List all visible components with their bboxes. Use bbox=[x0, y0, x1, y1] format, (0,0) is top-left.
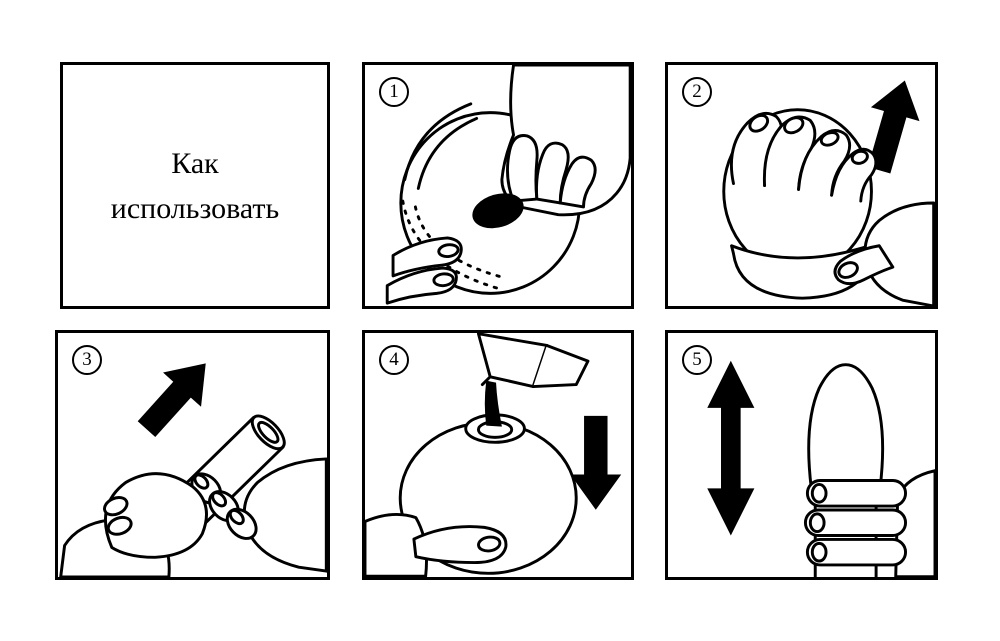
step-panel-5: 5 bbox=[665, 330, 938, 580]
title-line-2: использовать bbox=[110, 191, 280, 225]
intro-panel: Как использовать bbox=[60, 62, 330, 309]
fingernail bbox=[432, 272, 455, 288]
hand-holding-cup bbox=[833, 201, 935, 306]
fingernail bbox=[850, 149, 869, 165]
arrow-down-icon bbox=[570, 415, 622, 510]
right-hand bbox=[500, 65, 631, 217]
arrow-up-right-icon bbox=[137, 363, 206, 438]
fingernail bbox=[810, 482, 828, 504]
step-number-3: 3 bbox=[72, 345, 102, 375]
fingernail bbox=[783, 116, 805, 135]
step-number-4: 4 bbox=[379, 345, 409, 375]
fingernail bbox=[228, 508, 245, 526]
step-number-1: 1 bbox=[379, 77, 409, 107]
fingernail bbox=[103, 496, 129, 517]
fingernail bbox=[808, 512, 826, 534]
fingernail bbox=[810, 541, 828, 563]
arrow-up-down-icon bbox=[707, 360, 755, 536]
fingernail bbox=[106, 515, 133, 536]
right-hand bbox=[242, 457, 327, 573]
fingernail bbox=[837, 261, 859, 279]
fingernail bbox=[193, 473, 210, 490]
step-panel-3: 3 bbox=[55, 330, 330, 580]
left-hand bbox=[365, 513, 508, 577]
fingernail bbox=[477, 535, 502, 553]
step-panel-2: 2 bbox=[665, 62, 938, 309]
step-number-2: 2 bbox=[682, 77, 712, 107]
hand-over-egg bbox=[730, 111, 878, 203]
step-2-illustration bbox=[722, 80, 935, 306]
fingernail bbox=[437, 243, 460, 258]
title-line-1: Как bbox=[171, 146, 219, 180]
lube-sachet bbox=[476, 333, 590, 389]
film-seam bbox=[403, 102, 473, 182]
fingertips-on-tube bbox=[190, 472, 258, 540]
arrow-up-icon bbox=[867, 80, 920, 174]
left-hand-fingers bbox=[385, 236, 463, 305]
fingernail bbox=[211, 491, 228, 508]
gripping-hand bbox=[803, 469, 935, 577]
egg-half bbox=[103, 472, 208, 559]
step-5-illustration bbox=[707, 360, 935, 577]
page-title: Как использовать bbox=[111, 141, 279, 231]
step-number-5: 5 bbox=[682, 345, 712, 375]
step-4-illustration bbox=[365, 333, 622, 577]
lube-stream bbox=[484, 380, 502, 427]
pull-tab bbox=[472, 193, 524, 229]
fingernail bbox=[748, 113, 770, 133]
step-panel-4: 4 bbox=[362, 330, 634, 580]
step-1-illustration bbox=[385, 65, 631, 305]
fingernail bbox=[819, 131, 840, 147]
step-3-illustration bbox=[59, 363, 327, 577]
step-panel-1: 1 bbox=[362, 62, 634, 309]
